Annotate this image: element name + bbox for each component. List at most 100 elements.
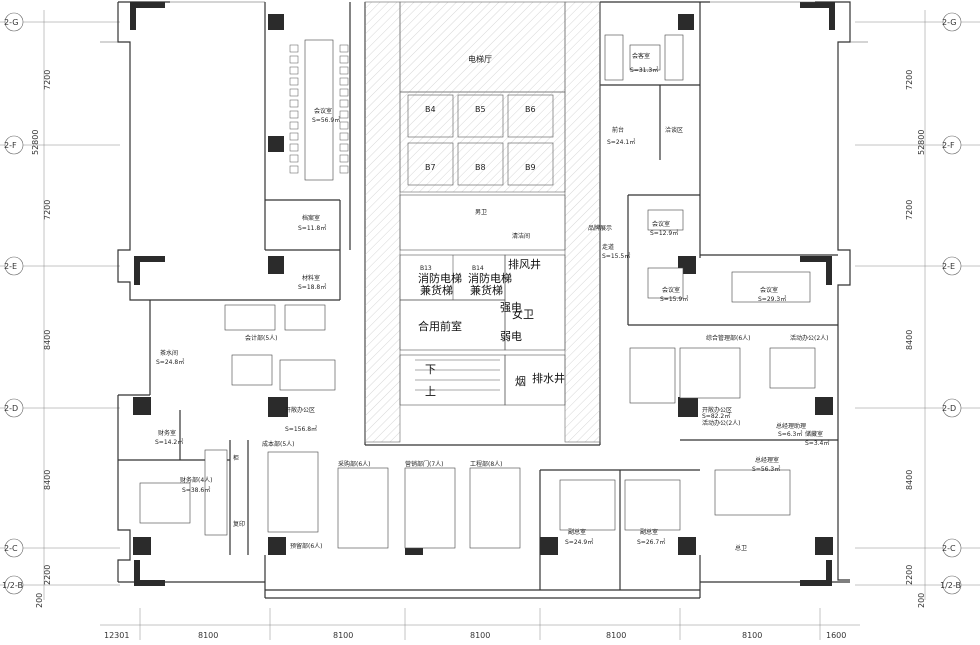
label-elevator-b5: B5 (475, 105, 486, 114)
left-axis-grid (0, 10, 120, 600)
core-hatch (364, 1, 601, 443)
svg-text:200: 200 (35, 593, 44, 608)
axis-label-left-e: 2-E (4, 256, 24, 276)
label-material: 材料室 (302, 274, 320, 282)
label-corridor: 走道 (602, 243, 614, 251)
label-elevator-b4: B4 (425, 105, 436, 114)
chair (339, 165, 349, 174)
svg-text:8400: 8400 (905, 470, 914, 490)
axis-label-right-g: 2-G (942, 12, 962, 32)
label-archive: 档案室 (302, 214, 320, 222)
chair (289, 154, 299, 163)
svg-text:2200: 2200 (43, 565, 52, 585)
label-fire-elev-2-sub: 兼货梯 (470, 283, 503, 297)
label-storage: 储藏室 (805, 430, 823, 438)
chair (289, 132, 299, 141)
label-deputy-gm-2-area: S=26.7㎡ (637, 538, 665, 546)
wing-details (100, 1, 868, 43)
label-open-office-right: 开敞办公区 (702, 406, 732, 414)
axis-label-right-f: 2-F (942, 135, 962, 155)
axis-label-left-f: 2-F (4, 135, 24, 155)
reception-sofa (604, 34, 684, 81)
svg-text:1600: 1600 (826, 631, 846, 640)
label-fire-elev-1: 消防电梯 (418, 271, 462, 285)
label-activity-b: 活动办公(2人) (702, 419, 741, 427)
chair (289, 44, 299, 53)
axis-label-right-e: 2-E (942, 256, 962, 276)
label-deputy-gm-2: 副总室 (640, 528, 658, 536)
label-open-office-right-area: S=82.2㎡ (702, 412, 730, 420)
label-cabinet: 柜 (233, 454, 239, 462)
label-fire-elev-2: 消防电梯 (468, 271, 512, 285)
elevator-shafts (399, 94, 566, 406)
label-gm-wc: 总卫 (735, 544, 747, 552)
dims-left: 7200 7200 8400 8400 2200 52800 200 (31, 70, 52, 608)
conference-table-large (289, 39, 349, 181)
chair (339, 77, 349, 86)
chair (339, 121, 349, 130)
svg-text:2-D: 2-D (942, 404, 956, 413)
axis-label-right-d: 2-D (942, 398, 962, 418)
label-discussion: 洽谈区 (665, 126, 683, 134)
label-women-wc: 女卫 (512, 307, 534, 321)
label-elevator-hall: 电梯厅 (468, 54, 492, 64)
label-front-desk-area: S=24.1㎡ (607, 138, 635, 146)
label-meeting-small: 会议室 (652, 220, 670, 228)
label-activity-a: 活动办公(2人) (790, 334, 829, 342)
label-gm-assist: 总经理助理 (776, 422, 806, 430)
dims-bottom: 12301 8100 8100 8100 8100 8100 1600 (100, 608, 860, 640)
label-elevator-b8: B8 (475, 163, 486, 172)
label-elevator-b9: B9 (525, 163, 536, 172)
label-general-mgmt: 综合管理部(6人) (706, 334, 751, 342)
chair (289, 143, 299, 152)
label-open-office-area: S=156.8㎡ (285, 425, 317, 433)
axis-label-left-d: 2-D (4, 398, 24, 418)
svg-text:7200: 7200 (43, 70, 52, 90)
svg-text:2-F: 2-F (942, 141, 955, 150)
chair (289, 165, 299, 174)
label-stair-down: 下 (425, 363, 436, 376)
label-gm-office: 总经理室 (755, 456, 779, 464)
svg-text:2-F: 2-F (4, 141, 17, 150)
svg-text:2-E: 2-E (942, 262, 955, 271)
label-material-area: S=18.8㎡ (298, 283, 326, 291)
svg-text:2-D: 2-D (4, 404, 18, 413)
conference-table-right (731, 271, 811, 303)
label-gm-assist-area: S=6.3㎡ (778, 430, 802, 438)
svg-text:2-G: 2-G (4, 18, 18, 27)
label-deputy-gm-1-area: S=24.9㎡ (565, 538, 593, 546)
label-purchase-dept: 采购部(6人) (338, 460, 371, 468)
label-exhaust-shaft: 排风井 (508, 257, 541, 271)
label-weak-elec: 弱电 (500, 330, 522, 343)
svg-text:2-C: 2-C (4, 544, 18, 553)
meeting-table-small (647, 209, 684, 299)
label-stair-up: 上 (425, 385, 436, 398)
svg-text:8400: 8400 (43, 470, 52, 490)
label-reception: 会客室 (632, 52, 650, 60)
svg-text:2-G: 2-G (942, 18, 956, 27)
svg-text:8100: 8100 (742, 631, 762, 640)
label-tea: 茶水间 (160, 349, 178, 357)
svg-text:8400: 8400 (905, 330, 914, 350)
axis-label-right-b: 1/2-B (940, 575, 962, 595)
label-tea-area: S=24.8㎡ (156, 358, 184, 366)
axis-label-right-c: 2-C (942, 538, 962, 558)
svg-text:8400: 8400 (43, 330, 52, 350)
label-meeting-right: 会议室 (760, 286, 778, 294)
label-drain: 排水井 (532, 371, 565, 385)
label-meeting-mid: 会议室 (662, 286, 680, 294)
label-front-desk: 前台 (612, 126, 624, 134)
label-open-office: 开敞办公区 (285, 406, 315, 414)
chair (289, 110, 299, 119)
label-meeting-large: 会议室 (314, 107, 332, 115)
label-archive-area: S=11.8㎡ (298, 224, 326, 232)
label-meeting-small-area: S=12.9㎡ (650, 229, 678, 237)
svg-text:8100: 8100 (606, 631, 626, 640)
label-deputy-gm-1: 副总室 (568, 528, 586, 536)
svg-text:8100: 8100 (470, 631, 490, 640)
chair (289, 55, 299, 64)
svg-text:8100: 8100 (333, 631, 353, 640)
svg-text:2-E: 2-E (4, 262, 17, 271)
chair (289, 77, 299, 86)
